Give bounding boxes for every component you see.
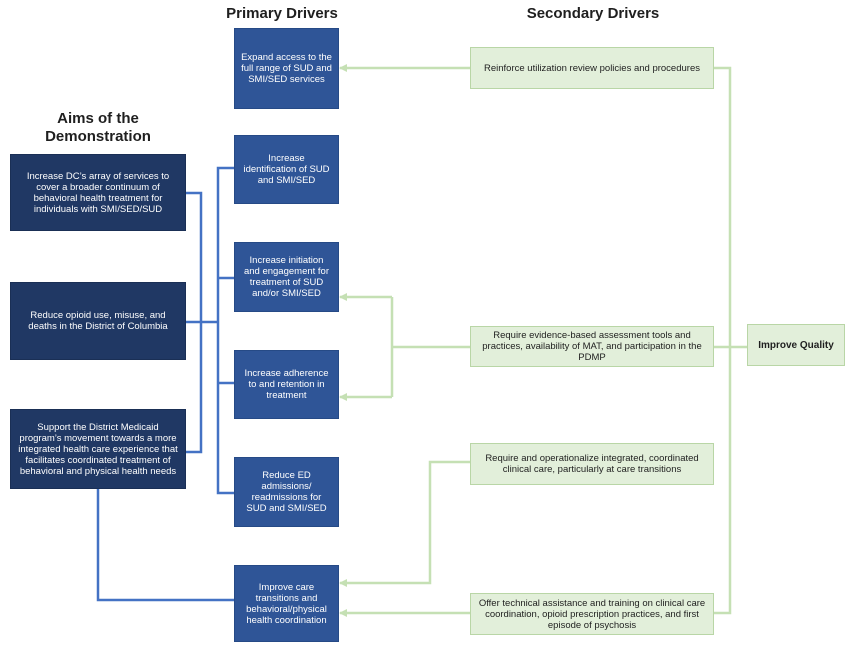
secondary-driver-1: Reinforce utilization review policies an… bbox=[470, 47, 714, 89]
aim-box-1: Increase DC’s array of services to cover… bbox=[10, 154, 186, 231]
aims-heading: Aims of the Demonstration bbox=[45, 110, 151, 145]
primary-driver-3: Increase initiation and engagement for t… bbox=[234, 242, 339, 312]
primary-driver-4: Increase adherence to and retention in t… bbox=[234, 350, 339, 419]
primary-driver-5: Reduce ED admissions/ readmissions for S… bbox=[234, 457, 339, 527]
aim-box-3: Support the District Medicaid program’s … bbox=[10, 409, 186, 489]
secondary-driver-2: Require evidence-based assessment tools … bbox=[470, 326, 714, 367]
aim-box-2: Reduce opioid use, misuse, and deaths in… bbox=[10, 282, 186, 360]
secondary-driver-4: Offer technical assistance and training … bbox=[470, 593, 714, 635]
secondary-driver-3: Require and operationalize integrated, c… bbox=[470, 443, 714, 485]
primary-driver-2: Increase identification of SUD and SMI/S… bbox=[234, 135, 339, 204]
primary-driver-1: Expand access to the full range of SUD a… bbox=[234, 28, 339, 109]
secondary-drivers-heading: Secondary Drivers bbox=[526, 5, 660, 22]
primary-driver-6: Improve care transitions and behavioral/… bbox=[234, 565, 339, 642]
secondary-connectors bbox=[339, 64, 747, 617]
primary-drivers-heading: Primary Drivers bbox=[226, 5, 338, 22]
improve-quality-box: Improve Quality bbox=[747, 324, 845, 366]
aim-connectors bbox=[96, 166, 235, 602]
